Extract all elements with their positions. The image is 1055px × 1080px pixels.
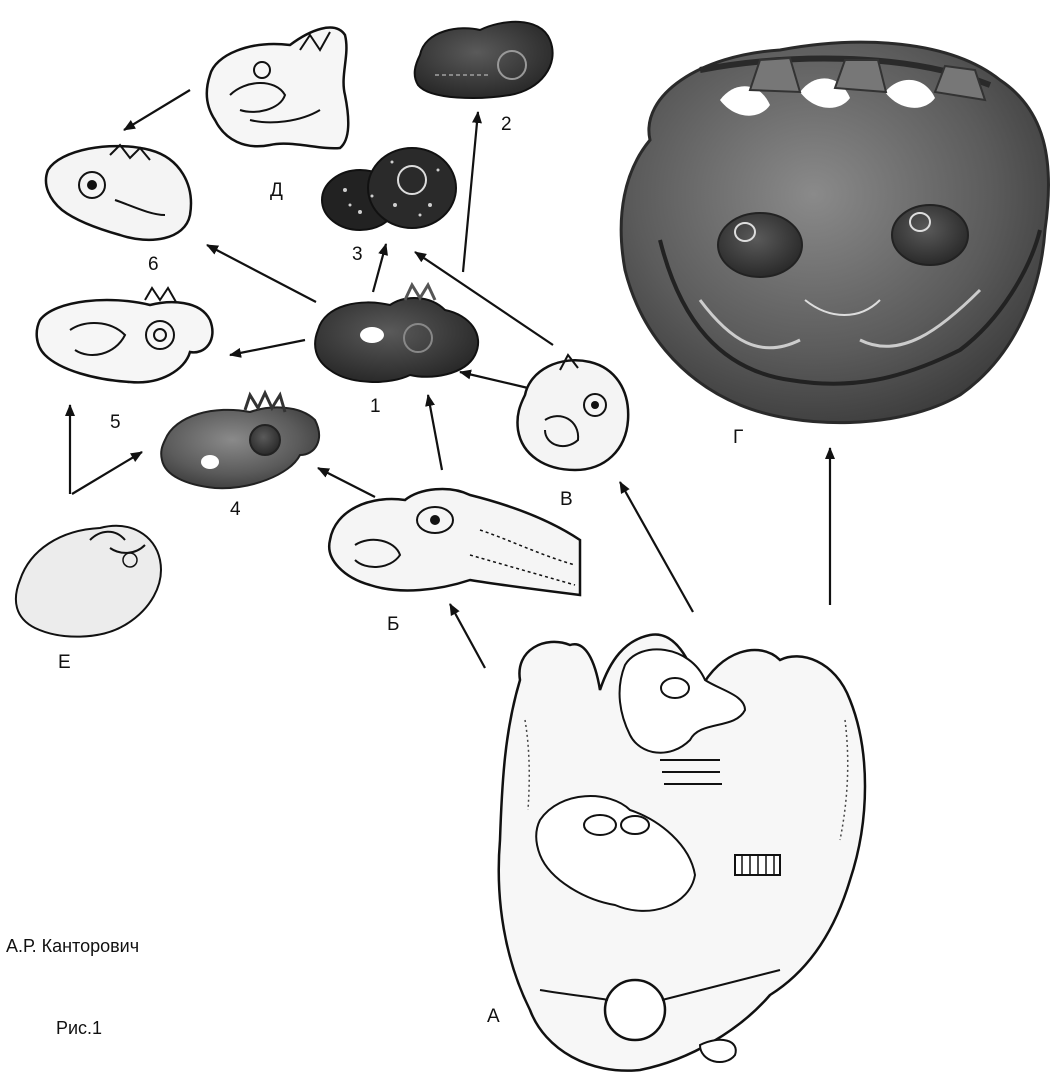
label-a: А [487,1006,500,1027]
artifact-2 [415,22,553,98]
artifact-3 [322,148,456,230]
label-5: 5 [110,412,121,433]
arrow-a-to-v [620,482,693,612]
label-1: 1 [370,396,381,417]
author-credit: А.Р. Канторович [6,936,139,957]
label-g: Г [733,427,743,448]
arrow-b-to-1 [428,395,442,470]
arrow-e-to-4 [72,452,142,494]
artifact-6 [46,145,191,240]
arrow-b-to-4 [318,468,375,497]
arrow-1-to-5 [230,340,305,355]
artifact-4 [161,393,319,488]
artifact-e [16,526,161,637]
arrow-1-to-3 [373,244,386,292]
label-d: Д [270,180,283,201]
label-3: 3 [352,244,363,265]
arrow-1-to-6 [207,245,316,302]
artifact-1 [315,285,478,382]
artifact-a [499,634,865,1070]
label-2: 2 [501,114,512,135]
label-v: В [560,489,573,510]
artifact-v [517,355,628,470]
label-e: Е [58,652,71,673]
arrow-3-to-2 [463,112,478,272]
label-4: 4 [230,499,241,520]
artifact-5 [37,288,213,382]
label-6: 6 [148,254,159,275]
label-b: Б [387,614,399,635]
artifact-b [329,489,580,595]
artifact-g-plaque [621,42,1048,422]
arrow-v-to-1 [460,372,528,388]
artifact-d [207,28,349,149]
figure-number: Рис.1 [56,1018,102,1039]
arrow-d-to-6 [124,90,190,130]
arrow-a-to-b [450,604,485,668]
